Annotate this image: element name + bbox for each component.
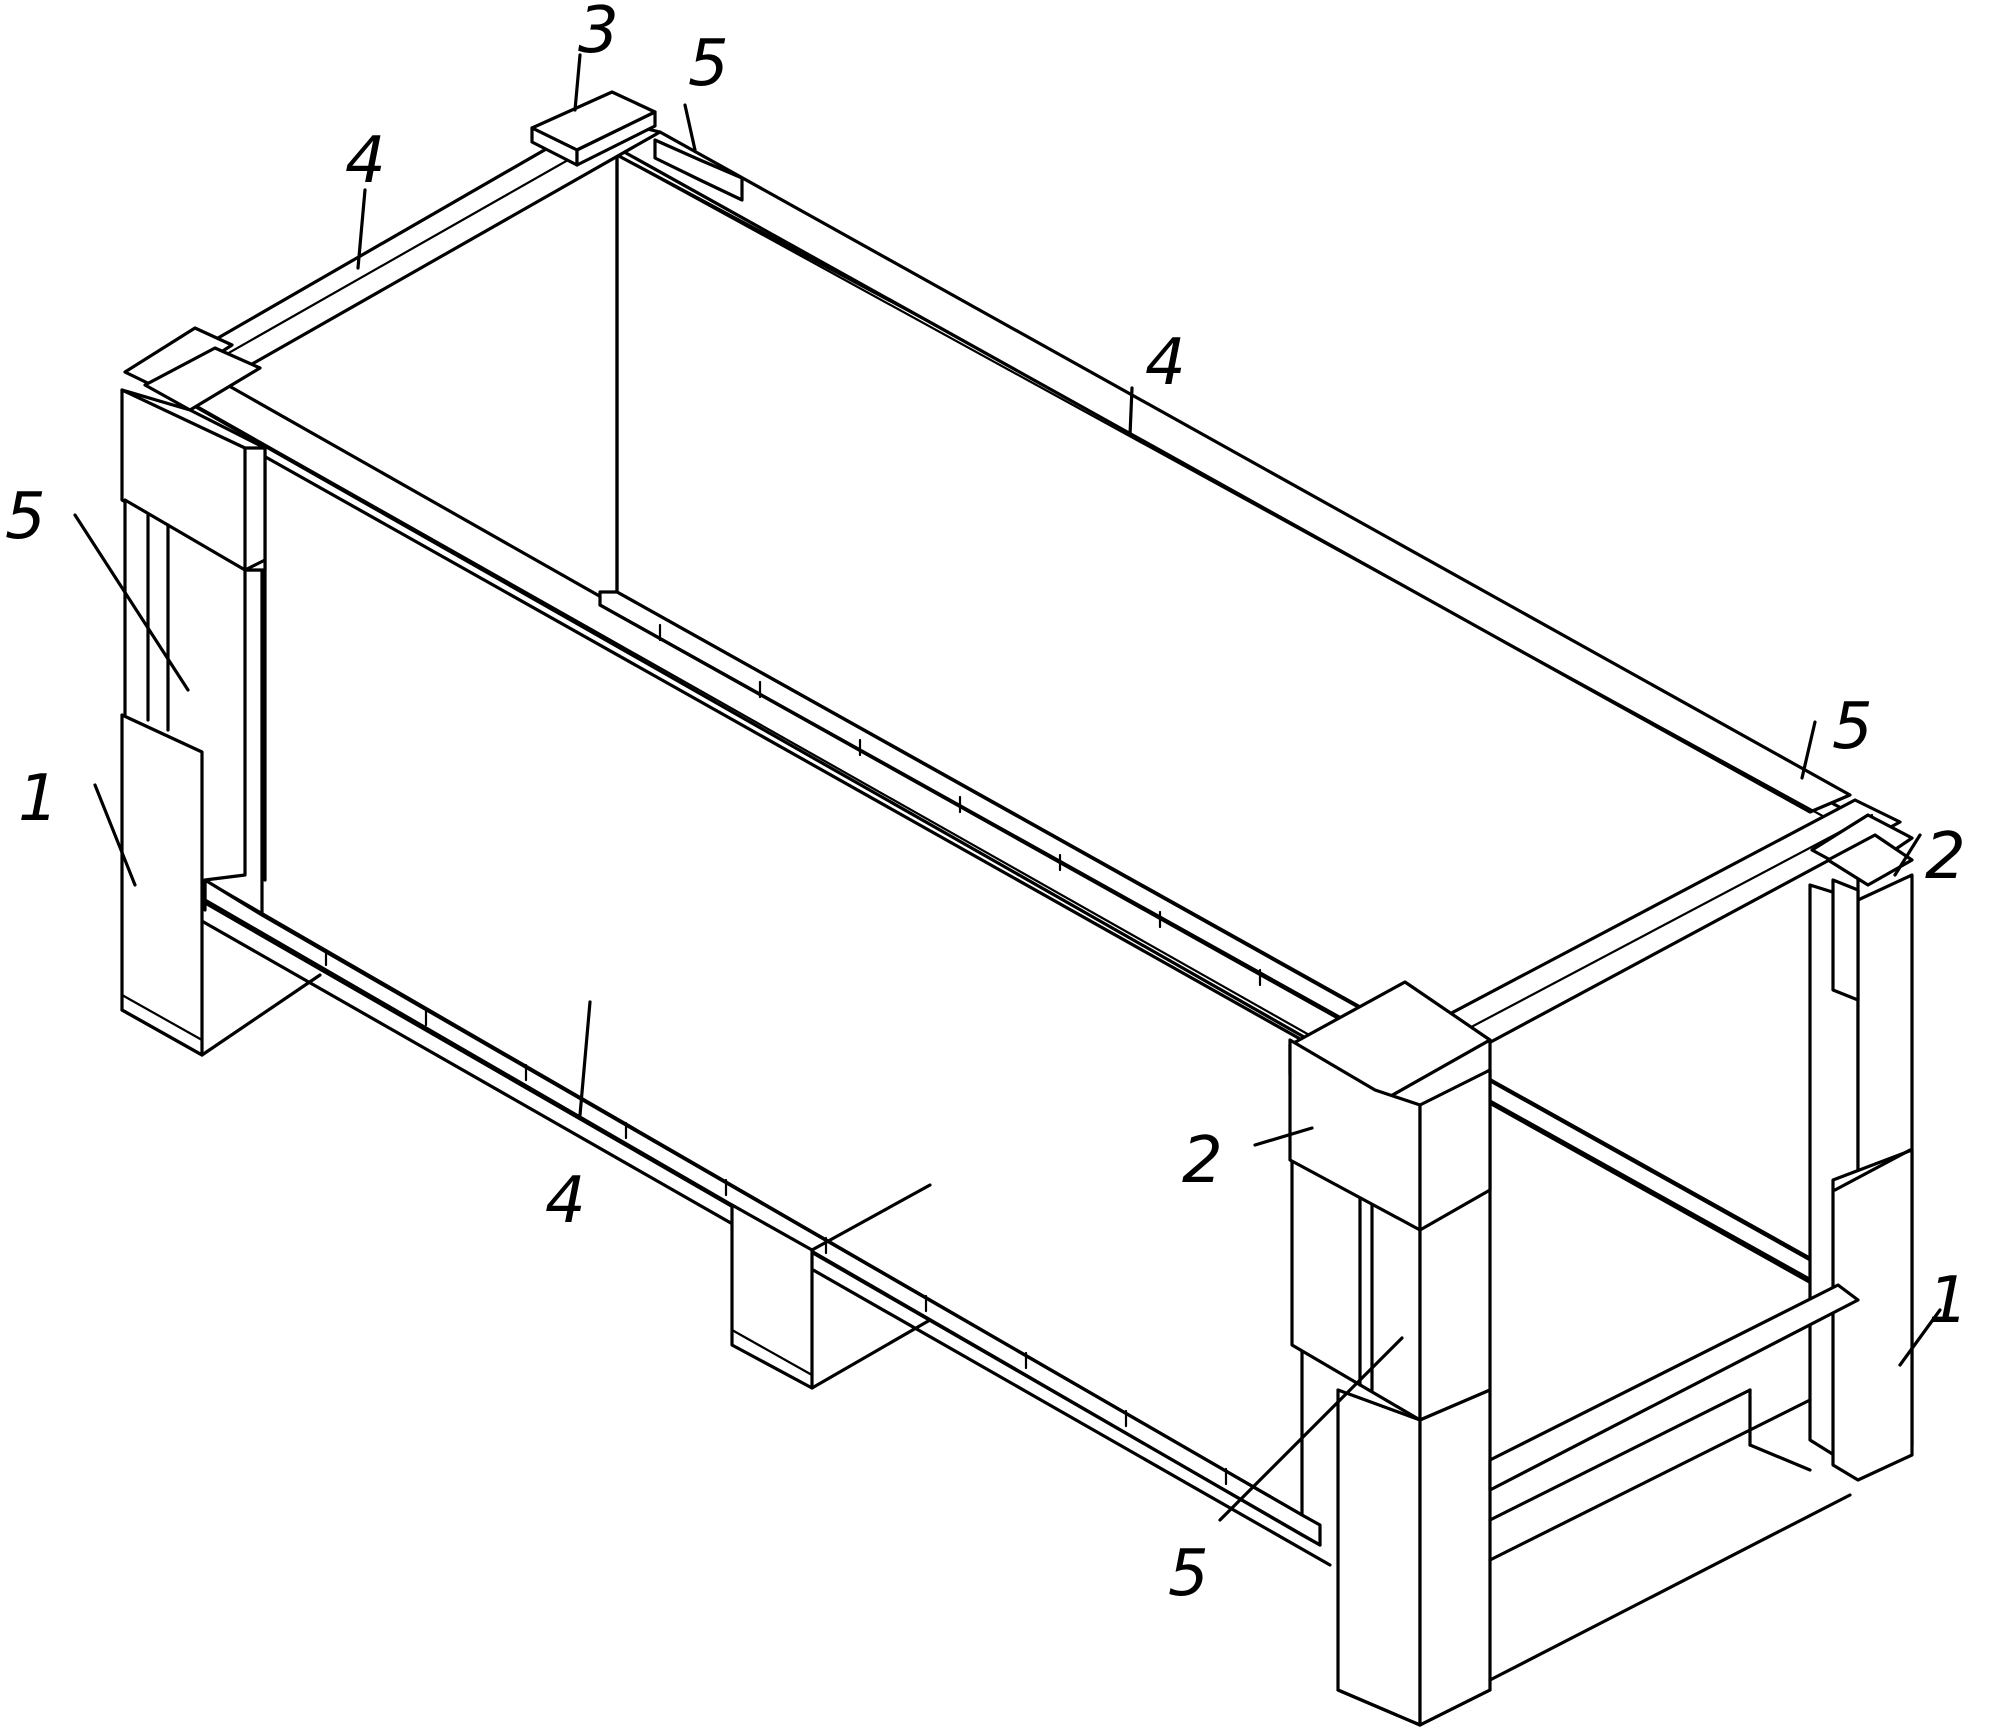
front-right-corner-post bbox=[1290, 982, 1490, 1725]
callout-1-left: 1 bbox=[18, 762, 59, 836]
rear-right-corner-post bbox=[1810, 815, 1912, 1480]
callout-1-right: 1 bbox=[1928, 1264, 1969, 1338]
callout-4-top-left: 4 bbox=[345, 124, 386, 198]
callout-3-top: 3 bbox=[578, 0, 619, 68]
callout-5-top: 5 bbox=[688, 27, 729, 101]
callout-5-right: 5 bbox=[1832, 690, 1873, 764]
callout-5-bottom: 5 bbox=[1168, 1537, 1209, 1611]
callout-4-top-right: 4 bbox=[1145, 326, 1186, 400]
right-end-bottom-frame bbox=[1490, 1285, 1858, 1680]
callout-5-left: 5 bbox=[5, 480, 46, 554]
callout-2-right: 2 bbox=[1925, 820, 1966, 894]
callout-2-front: 2 bbox=[1182, 1124, 1223, 1198]
callout-4-bottom: 4 bbox=[545, 1164, 586, 1238]
